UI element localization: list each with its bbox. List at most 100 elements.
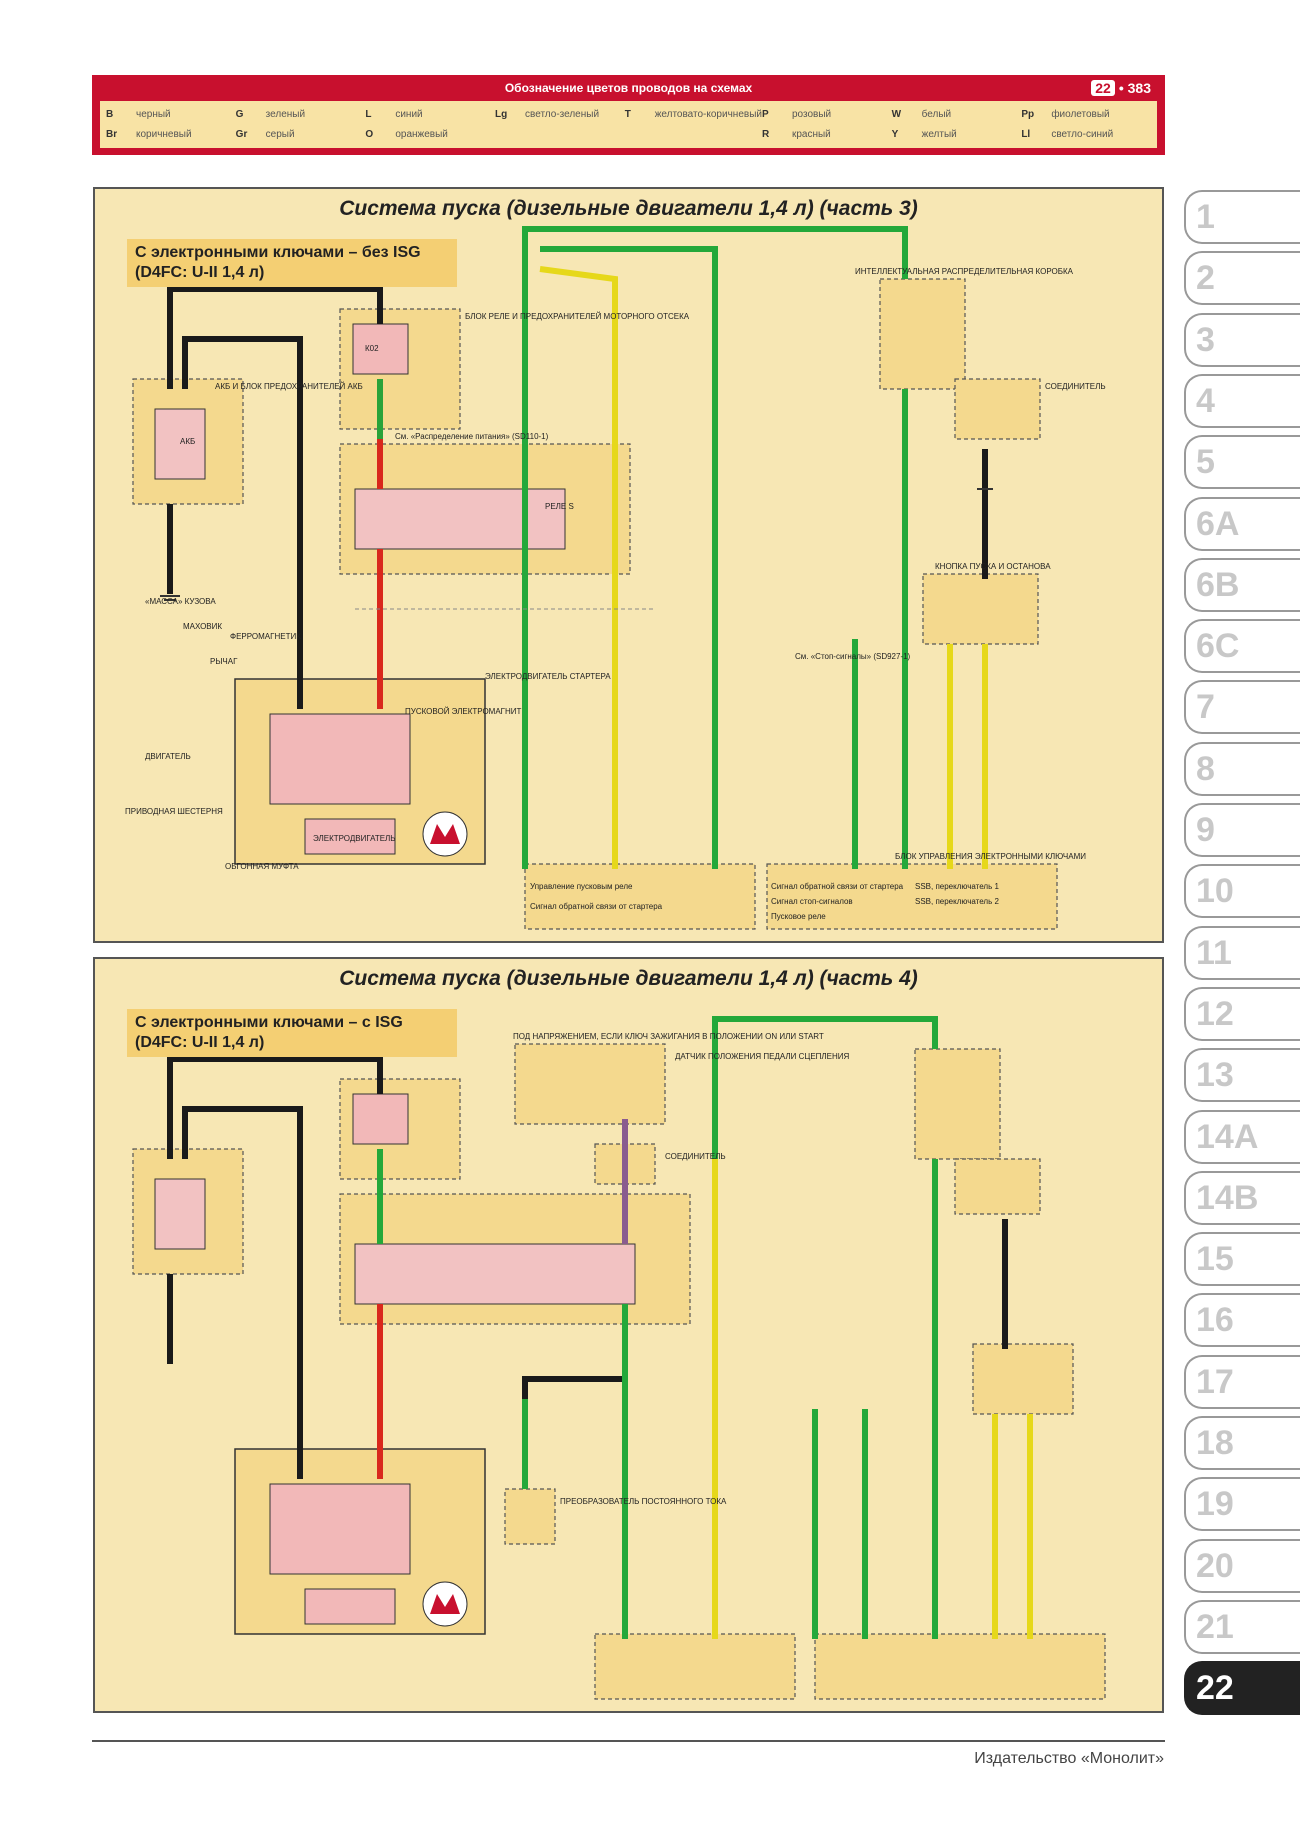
sensor-box	[514, 1043, 666, 1125]
chapter-tab[interactable]: 19	[1184, 1477, 1300, 1532]
see-power-label: См. «Распределение питания» (SD110-1)	[395, 432, 549, 441]
massa-label: «МАССА» КУЗОВА	[145, 597, 216, 606]
motor-box	[304, 818, 396, 855]
chapter-tab[interactable]: 6C	[1184, 619, 1300, 674]
chapter-tab[interactable]: 1	[1184, 190, 1300, 244]
variant-line-2: (D4FC: U-II 1,4 л)	[135, 264, 265, 281]
chapter-tab[interactable]: 14A	[1184, 1109, 1300, 1164]
chapter-tab[interactable]: 14B	[1184, 1170, 1300, 1225]
wire-yellow-c300m	[539, 266, 618, 869]
smart-key-label: БЛОК УПРАВЛЕНИЯ ЭЛЕКТРОННЫМИ КЛЮЧАМИ	[895, 852, 1086, 861]
page-number-text: • 383	[1118, 80, 1151, 96]
chapter-tab[interactable]: 15	[1184, 1232, 1300, 1287]
wiring-diagram-part-4: ПОД НАПРЯЖЕНИЕМ, ЕСЛИ КЛЮЧ ЗАЖИГАНИЯ В П…	[132, 1016, 1106, 1700]
chapter-tab[interactable]: 21	[1184, 1599, 1300, 1654]
variant-line-2: (D4FC: U-II 1,4 л)	[135, 1034, 265, 1051]
chapter-tab[interactable]: 10	[1184, 864, 1300, 919]
page-number: 22• 383	[1091, 80, 1151, 96]
chapter-tab[interactable]: 7	[1184, 680, 1300, 735]
chapter-tab[interactable]: 5	[1184, 435, 1300, 490]
fuse-k02	[352, 323, 409, 375]
sensor-label: ДАТЧИК ПОЛОЖЕНИЯ ПЕДАЛИ СЦЕПЛЕНИЯ	[675, 1052, 850, 1061]
starter-label: ЭЛЕКТРОДВИГАТЕЛЬ СТАРТЕРА	[485, 672, 611, 681]
lever-label: РЫЧАГ	[210, 657, 238, 666]
relay-s	[354, 488, 566, 550]
bottom-right-5: SSB, переключатель 2	[915, 897, 999, 906]
chapter-tab[interactable]: 6A	[1184, 496, 1300, 551]
chapter-tab[interactable]: 4	[1184, 373, 1300, 428]
legend-entry	[495, 125, 625, 146]
ijb-label: ИНТЕЛЛЕКТУАЛЬНАЯ РАСПРЕДЕЛИТЕЛЬНАЯ КОРОБ…	[855, 267, 1074, 276]
akb-label: АКБ	[180, 437, 195, 446]
solenoid-box	[269, 713, 411, 805]
chapter-tab[interactable]: 8	[1184, 741, 1300, 796]
chapter-tab[interactable]: 2	[1184, 251, 1300, 306]
panel-1-variant: С электронными ключами – без ISG (D4FC: …	[127, 239, 457, 287]
bottom-left-2: Сигнал обратной связи от стартера	[530, 902, 663, 911]
variant-line-1: С электронными ключами – без ISG	[135, 244, 421, 261]
start-stop-box	[922, 573, 1039, 645]
bottom-right-2: Сигнал стоп-сигналов	[771, 897, 853, 906]
akb-block-label: АКБ И БЛОК ПРЕДОХРАНИТЕЛЕЙ АКБ	[215, 382, 363, 391]
legend-title: Обозначение цветов проводов на схемах	[504, 81, 753, 95]
start-stop-label: КНОПКА ПУСКА И ОСТАНОВА	[935, 562, 1051, 571]
wiring-diagram-part-3: АКБ И БЛОК ПРЕДОХРАНИТЕЛЕЙ АКБ АКБ «МАСС…	[125, 226, 1106, 930]
chapter-tab[interactable]: 9	[1184, 803, 1300, 857]
connector-label: СОЕДИНИТЕЛЬ	[1045, 382, 1106, 391]
flywheel-label: МАХОВИК	[183, 622, 222, 631]
wire-green-top	[522, 226, 908, 279]
bottom-left-1: Управление пусковым реле	[530, 882, 633, 891]
dc-converter-label: ПРЕОБРАЗОВАТЕЛЬ ПОСТОЯННОГО ТОКА	[560, 1497, 727, 1506]
bottom-connector-left	[524, 863, 756, 930]
connector-label-2: СОЕДИНИТЕЛЬ	[665, 1152, 726, 1161]
publisher-footer: Издательство «Монолит»	[974, 1750, 1164, 1767]
bottom-right-4: SSB, переключатель 1	[915, 882, 999, 891]
monolit-logo	[422, 811, 468, 857]
chapter-tab[interactable]: 16	[1184, 1293, 1300, 1348]
panel-2-variant: С электронными ключами – с ISG (D4FC: U-…	[127, 1009, 457, 1057]
variant-line-1: С электронными ключами – с ISG	[135, 1014, 403, 1031]
relay-block-label: БЛОК РЕЛЕ И ПРЕДОХРАНИТЕЛЕЙ МОТОРНОГО ОТ…	[465, 312, 690, 321]
stop-signal-label: См. «Стоп-сигналы» (SD927-1)	[795, 652, 911, 661]
chapter-tab[interactable]: 13	[1184, 1048, 1300, 1103]
chapter-tab[interactable]: 17	[1184, 1354, 1300, 1409]
ferromagnet-label: ФЕРРОМАГНЕТИК	[230, 632, 301, 641]
wire-black-batt	[167, 286, 383, 389]
connector-box	[954, 378, 1041, 440]
dc-converter-box	[504, 1488, 556, 1545]
wire-black-starter	[182, 336, 303, 709]
chapter-tab[interactable]: 12	[1184, 986, 1300, 1041]
chapter-badge: 22	[1091, 80, 1115, 96]
chapter-tab[interactable]: 18	[1184, 1416, 1300, 1470]
akb-symbol	[154, 408, 206, 480]
fuse-label: К02	[365, 344, 379, 353]
panel-2-title: Система пуска (дизельные двигатели 1,4 л…	[339, 967, 918, 990]
diagram-panel-part-4: ПОД НАПРЯЖЕНИЕМ, ЕСЛИ КЛЮЧ ЗАЖИГАНИЯ В П…	[93, 957, 1164, 1713]
bottom-connector-right	[766, 863, 1058, 930]
note-label: ПОД НАПРЯЖЕНИЕМ, ЕСЛИ КЛЮЧ ЗАЖИГАНИЯ В П…	[513, 1032, 824, 1041]
footer-divider	[92, 1740, 1165, 1742]
solenoid-label: ПУСКОВОЙ ЭЛЕКТРОМАГНИТ	[405, 707, 522, 716]
legend-entry	[625, 125, 762, 146]
motor-label: ЭЛЕКТРОДВИГАТЕЛЬ	[313, 834, 396, 843]
chapter-tab[interactable]: 22	[1184, 1661, 1300, 1716]
relay-label: РЕЛЕ S	[545, 502, 574, 511]
chapter-tab[interactable]: 20	[1184, 1538, 1300, 1593]
chapter-tab[interactable]: 11	[1184, 925, 1300, 980]
chapter-tab[interactable]: 3	[1184, 312, 1300, 367]
wire-color-legend: Обозначение цветов проводов на схемах 22…	[92, 75, 1165, 155]
chapter-tab[interactable]: 6B	[1184, 557, 1300, 612]
